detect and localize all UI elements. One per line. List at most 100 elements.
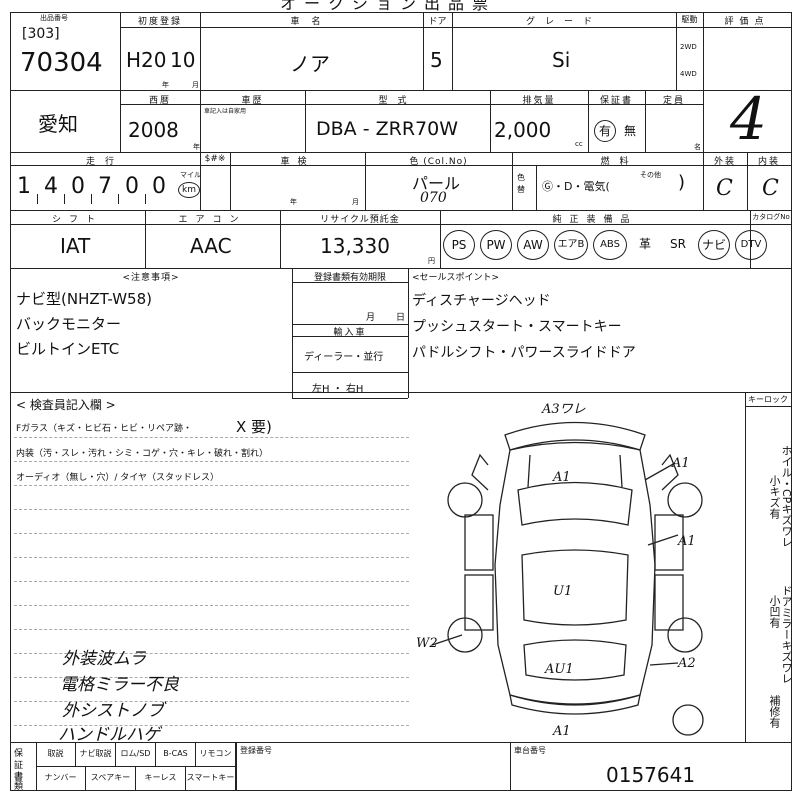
equipment-item: エアB	[554, 230, 588, 260]
handwritten-note-2: 電格ミラー不良	[60, 675, 179, 695]
s-label: $#※	[204, 154, 226, 164]
sales-point: パドルシフト・パワースライドドア	[412, 345, 636, 361]
mileage-unit-km-circle: km	[178, 182, 200, 198]
note-item: ビルトインETC	[16, 340, 120, 358]
lot-label: 出品番号	[40, 14, 68, 22]
shift-label: シフト	[51, 215, 103, 225]
warranty-label: 保証書	[599, 96, 633, 106]
equipment-item: AW	[517, 230, 549, 260]
model-value: DBA - ZRR70W	[316, 118, 458, 140]
note-item: バックモニター	[16, 315, 122, 333]
side-note: 補修有	[768, 695, 781, 728]
inspector-title: < 検査員記入欄 >	[16, 398, 116, 412]
mileage-digit: 7	[98, 174, 112, 199]
interior-value: C	[762, 176, 779, 201]
import-dealer: ディーラー・並行	[304, 352, 384, 363]
mileage-digit: 4	[44, 174, 58, 199]
page-title: オークション出品票	[280, 0, 497, 13]
footer-check-item: キーレス	[136, 766, 186, 790]
mileage-label: 走行	[85, 157, 124, 167]
recycle-value: 13,330	[320, 234, 390, 258]
equipment-item: 革	[638, 237, 651, 251]
grade-value: Si	[552, 48, 571, 72]
side-note: 小凹有	[768, 595, 781, 628]
car-name-label: 車名	[290, 17, 333, 27]
score-value: 4	[730, 85, 767, 153]
glass-line: Fガラス（キズ・ヒビ石・ヒビ・リペア跡・	[16, 424, 192, 434]
history-note: 車記入は自家用	[204, 108, 247, 115]
color-value: パール	[412, 174, 461, 193]
fuel-close: )	[678, 172, 686, 193]
handwritten-note-4: ハンドルハゲ	[58, 725, 160, 745]
sales-point: ディスチャージヘッド	[412, 293, 551, 309]
mark-w2: W2	[416, 636, 438, 651]
footer-check-item: リモコン	[196, 742, 236, 766]
mark-a3: A3ワレ	[541, 402, 586, 417]
mark-a1-top: A1	[552, 470, 571, 485]
inspection-label: 車検	[280, 157, 315, 167]
first-reg-label: 初度登録	[137, 17, 182, 27]
footer-check-item: ナビ取説	[76, 742, 116, 766]
docs-label-2: 書類	[14, 772, 24, 792]
docs-label: 保証書	[14, 749, 24, 783]
car-damage-diagram: A3ワレ A1 A1 A1 U1 W2 AU1 A2 A1	[416, 402, 704, 739]
interior-line: 内装（汚・スレ・汚れ・シミ・コゲ・穴・キレ・破れ・割れ）	[16, 449, 269, 459]
color-change-label: 色替	[517, 173, 525, 194]
history-label: 車歴	[241, 96, 264, 106]
glass-mark: X 要)	[236, 418, 272, 436]
caution-label: <注意事項>	[122, 273, 180, 283]
mark-au1: AU1	[544, 662, 574, 677]
capacity-label: 定員	[662, 96, 685, 106]
handwritten-note-1: 外装波ムラ	[62, 649, 147, 669]
capacity-unit: 名	[694, 143, 701, 151]
handwritten-note-3: 外シストノブ	[62, 701, 164, 721]
warranty-yes: 有	[598, 124, 611, 138]
equipment-item: ABS	[593, 230, 627, 260]
doors-value: 5	[430, 48, 443, 72]
reg-number-label: 登録番号	[240, 746, 272, 755]
first-reg-value: H20	[126, 48, 167, 72]
reg-month: 月	[366, 313, 376, 323]
drive-2wd: 2WD	[680, 43, 697, 51]
equipment-item: SR	[670, 237, 686, 251]
side-note: 小キズ有	[768, 475, 781, 519]
warranty-no: 無	[624, 124, 637, 138]
color-label: 色 (Col.No)	[409, 157, 468, 167]
footer-check-item: スマートキー	[186, 766, 236, 790]
warranty-yes-circle: 有	[594, 120, 616, 142]
catalog-label: カタログNo	[752, 213, 790, 221]
equipment-item: PW	[480, 230, 512, 260]
mark-a1-right: A1	[671, 456, 690, 471]
shift-value: IAT	[60, 234, 91, 258]
first-reg-month: 10	[170, 48, 196, 72]
yen-unit: 円	[428, 257, 435, 265]
score-label: 評価点	[724, 17, 770, 27]
mileage-unit-mile: マイル	[180, 171, 201, 179]
footer-check-item: B-CAS	[156, 742, 196, 766]
sales-label: <セールスポイント>	[412, 273, 500, 283]
side-notes: ホイル・CPキズワレ小キズ有ドアミラーキズワレ小凹有補修有	[748, 445, 793, 745]
mark-a1-bottom: A1	[552, 724, 571, 739]
chassis-label: 車台番号	[514, 746, 546, 755]
mileage-digit: 0	[125, 174, 139, 199]
lot-number: 70304	[20, 48, 103, 78]
mileage-digit: 0	[71, 174, 85, 199]
sales-point: プッシュスタート・スマートキー	[412, 319, 622, 335]
displacement-label: 排気量	[522, 96, 556, 106]
aircon-value: AAC	[190, 234, 232, 258]
note-item: ナビ型(NHZT-W58)	[16, 290, 152, 308]
doors-label: ドア	[428, 17, 447, 27]
reg-day: 日	[396, 313, 406, 323]
inspection-month-unit: 月	[352, 198, 359, 206]
reg-deadline-label: 登録書類有効期限	[313, 273, 386, 283]
color-code: 070	[420, 190, 447, 206]
mileage-unit-km: km	[182, 185, 196, 195]
steering: 左H ・ 右H	[312, 384, 364, 395]
mark-a1-side: A1	[677, 534, 696, 549]
chassis-number: 0157641	[606, 763, 696, 787]
mileage-digit: 0	[152, 174, 166, 199]
cc-unit: cc	[575, 140, 583, 148]
grade-label: グレード	[525, 17, 602, 27]
